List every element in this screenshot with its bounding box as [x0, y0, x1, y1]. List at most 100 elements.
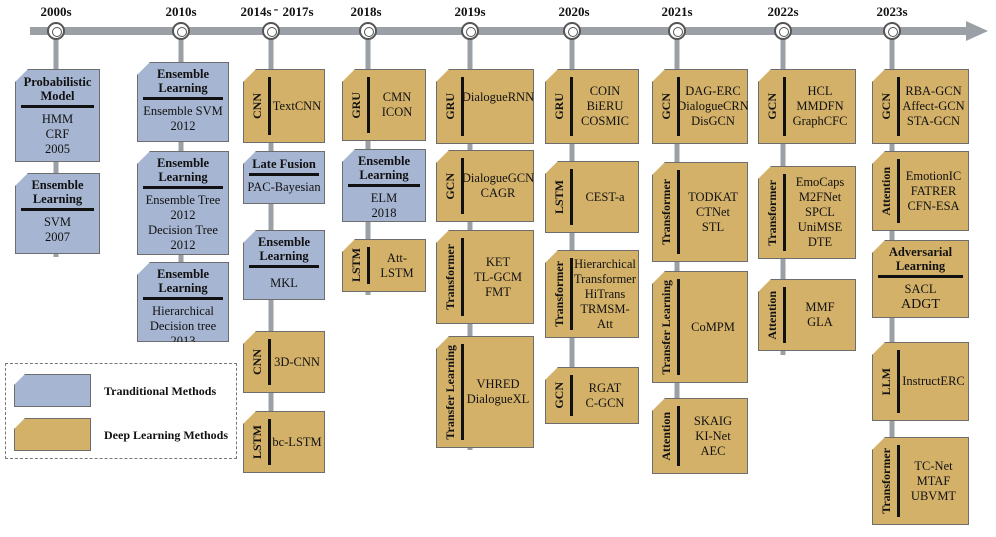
card-items: HMM CRF 2005 [16, 112, 99, 157]
card-2020s-gcn: GCN RGAT C-GCN [545, 367, 639, 424]
category-tag: GCN [442, 172, 457, 200]
method-item: EmotionIC [905, 168, 962, 183]
timeline-node-2019s [461, 22, 479, 40]
method-item: C-GCN [585, 395, 625, 410]
card-2000s-ensemble-learning: Ensemble Learning SVM 2007 [15, 173, 100, 254]
timeline-node-2020s [563, 22, 581, 40]
card-items: VHRED DialogueXL [465, 337, 531, 447]
era-label-2010s: 2010s [165, 4, 197, 19]
legend: Tranditional Methods Deep Learning Metho… [5, 363, 237, 459]
tag-divider [677, 279, 680, 375]
card-2019s-gru: GRU DialogueRNN [436, 69, 534, 144]
card-heading: Ensemble Learning [156, 267, 210, 295]
tag-divider [367, 77, 370, 133]
method-item: MTAF [916, 473, 951, 488]
tag-divider [677, 77, 680, 136]
card-items: MKL [244, 272, 324, 291]
card-items: SVM 2007 [16, 215, 99, 245]
era-label-2014s: 2014s [240, 4, 272, 19]
card-items: Ensemble Tree 2012 Decision Tree 2012 [138, 193, 228, 253]
tag-divider [461, 158, 464, 214]
method-item: TRMSM-Att [580, 301, 630, 331]
card-items: Hierarchical Transformer HiTrans TRMSM-A… [574, 251, 636, 337]
category-tag: CNN [249, 349, 264, 375]
card-2018s-gru: GRU CMN ICON [342, 69, 426, 141]
category-tag: GCN [878, 93, 893, 120]
category-tag: LSTM [551, 179, 566, 214]
tag-divider [268, 339, 271, 385]
tag-divider [677, 406, 680, 466]
method-item: TextCNN [272, 98, 322, 113]
timeline-node-2014s [262, 22, 280, 40]
card-heading: Adversarial Learning [888, 245, 953, 273]
card-2021s-gcn: GCN DAG-ERC DialogueCRN DisGCN [652, 69, 748, 144]
card-heading: Ensemble Learning [156, 67, 210, 95]
method-item: MMF [805, 300, 835, 314]
tag-divider [897, 77, 900, 136]
card-items: CoMPM [681, 272, 745, 382]
method-item: TL-GCM [474, 269, 522, 284]
method-item: RBA-GCN [905, 84, 962, 98]
card-items: COIN BiERU COSMIC [574, 70, 636, 143]
era-label-2023s: 2023s [876, 4, 908, 19]
method-item: Att-LSTM [380, 250, 414, 280]
card-heading: Late Fusion [252, 157, 316, 171]
legend-label-traditional: Tranditional Methods [104, 384, 217, 398]
heading-divider [249, 173, 319, 176]
card-items: PAC-Bayesian [244, 180, 324, 195]
era-label-2000s: 2000s [40, 4, 72, 19]
tag-divider [461, 77, 464, 136]
heading-divider [878, 275, 963, 278]
card-items: RGAT C-GCN [574, 368, 636, 423]
timeline-arrowhead [966, 21, 988, 41]
card-2022s-attention: Attention MMF GLA [758, 279, 856, 351]
method-item: 2018 [371, 206, 397, 220]
tag-divider [570, 258, 573, 330]
category-tag: Attention [658, 411, 673, 461]
method-item: CMN [382, 90, 412, 104]
heading-divider [21, 105, 94, 108]
method-item: bc-LSTM [272, 434, 322, 449]
method-item: HCL [807, 84, 833, 98]
tag-divider [897, 445, 900, 517]
method-item: SPCL [805, 205, 835, 219]
card-2014s-cnn: CNN TextCNN [243, 69, 325, 143]
method-item: FMT [485, 284, 511, 299]
method-item: EmoCaps [795, 175, 845, 189]
card-items: InstructERC [901, 343, 966, 420]
method-item: GLA [807, 315, 833, 329]
card-heading: Ensemble Learning [257, 235, 311, 263]
card-items: Ensemble SVM 2012 [138, 104, 228, 134]
category-tag: Transformer [658, 179, 673, 245]
method-item: STA-GCN [906, 114, 961, 128]
tag-divider [570, 169, 573, 225]
card-items: TC-Net MTAF UBVMT [901, 438, 966, 524]
method-item: ELM [370, 191, 398, 205]
card-items: EmotionIC FATRER CFN-ESA [901, 152, 966, 230]
card-items: DialogueRNN [462, 70, 534, 143]
card-items: DialogueGCN CAGR [462, 151, 534, 221]
tag-divider [461, 344, 464, 440]
tag-divider [268, 77, 271, 135]
timeline-node-2018s [359, 22, 377, 40]
card-2021s-transformer: Transformer TODKAT CTNet STL [652, 162, 748, 262]
card-2014s-late-fusion: Late Fusion PAC-Bayesian [243, 151, 325, 204]
method-item: KI-Net [695, 428, 731, 443]
method-item: SACL [904, 282, 937, 296]
tag-divider [677, 170, 680, 254]
card-items: Att-LSTM [371, 240, 423, 291]
method-item: 2012 [170, 238, 196, 252]
method-item: BiERU [586, 99, 624, 113]
tag-divider [268, 419, 271, 465]
method-item: COIN [589, 84, 621, 98]
card-items: Hierarchical Decision tree 2013 [138, 304, 228, 342]
method-item: FATRER [910, 183, 957, 198]
card-2010s-ensemble-learning-1: Ensemble Learning Ensemble SVM 2012 [137, 62, 229, 142]
tag-divider [570, 375, 573, 416]
card-items: KET TL-GCM FMT [465, 231, 531, 323]
category-tag: CNN [249, 93, 264, 119]
method-item: CAGR [480, 186, 516, 200]
tag-divider [570, 77, 573, 136]
method-item: UBVMT [910, 488, 957, 503]
card-2000s-probabilistic-model: Probabilistic Model HMM CRF 2005 [15, 69, 100, 162]
